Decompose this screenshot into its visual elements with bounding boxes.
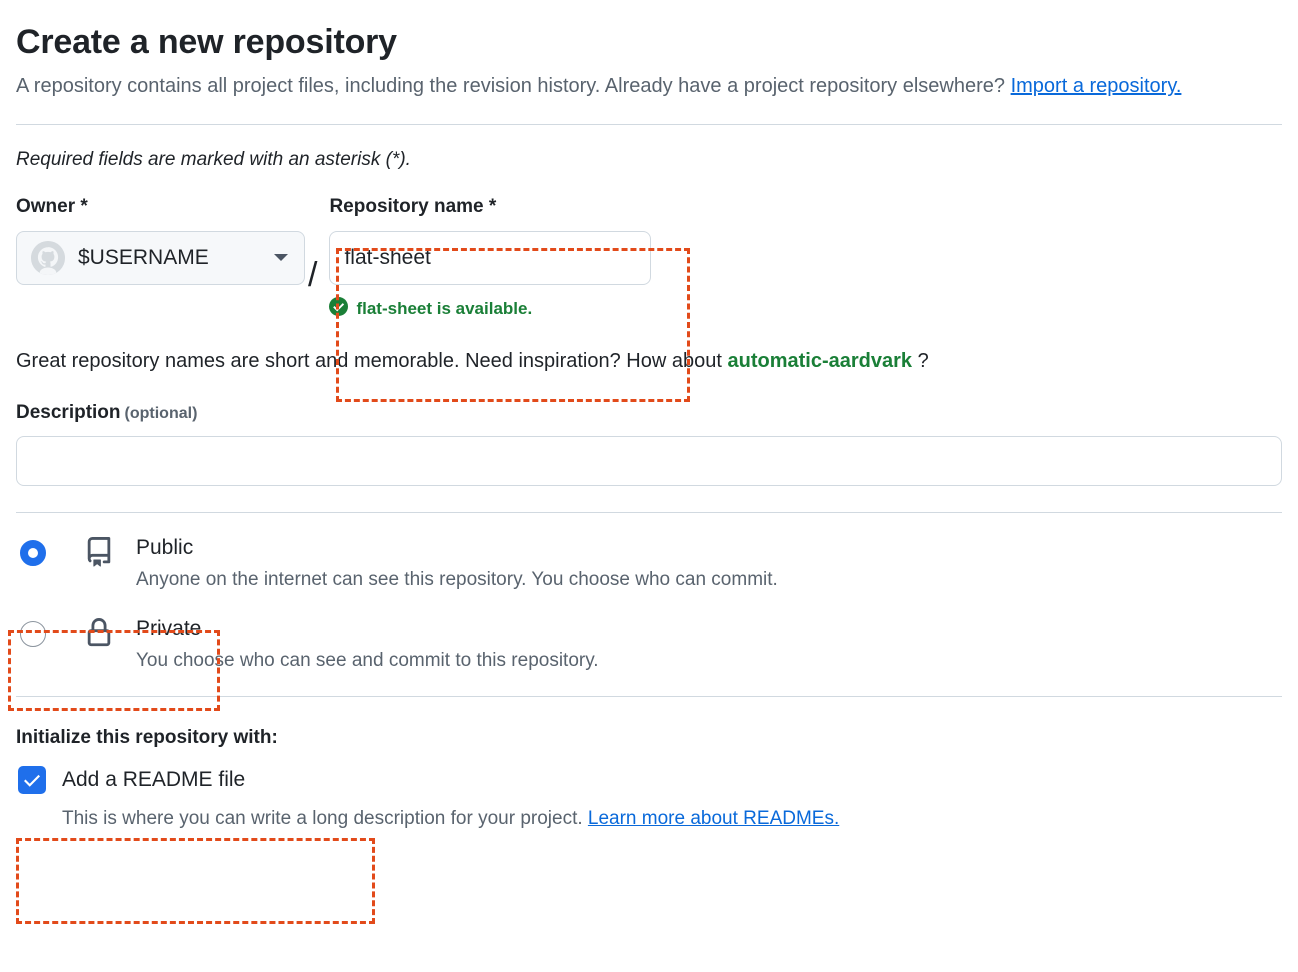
visibility-public-text: Public Anyone on the internet can see th…	[136, 535, 778, 594]
lock-icon	[76, 617, 122, 648]
visibility-private-text: Private You choose who can see and commi…	[136, 616, 599, 675]
highlight-box-initialize	[16, 838, 375, 924]
divider-header	[16, 124, 1282, 126]
import-repository-link[interactable]: Import a repository.	[1010, 75, 1182, 98]
owner-field: Owner * $USERNAME	[16, 196, 306, 285]
learn-more-readmes-link[interactable]: Learn more about READMEs.	[587, 808, 840, 830]
visibility-option-public[interactable]: Public Anyone on the internet can see th…	[16, 535, 1282, 594]
radio-public[interactable]	[20, 539, 46, 566]
visibility-options: Public Anyone on the internet can see th…	[16, 535, 1282, 674]
owner-name: $USERNAME	[78, 245, 209, 269]
repository-availability-status: flat-sheet is available.	[329, 296, 651, 321]
description-label: Description	[16, 401, 121, 423]
chevron-down-icon	[274, 254, 288, 262]
radio-private[interactable]	[20, 620, 46, 647]
repo-book-icon	[76, 536, 122, 567]
readme-checkbox-label: Add a README file	[62, 768, 246, 792]
visibility-public-title: Public	[136, 535, 194, 559]
readme-description: This is where you can write a long descr…	[62, 806, 1282, 833]
description-input[interactable]	[16, 435, 1282, 486]
suggested-repository-name[interactable]: automatic-aardvark	[727, 349, 913, 372]
repository-name-input[interactable]	[329, 230, 652, 285]
owner-and-name-row: Owner * $USERNAME / Repository name *	[16, 196, 1282, 321]
readme-checkbox[interactable]	[18, 766, 46, 795]
description-field: Description(optional)	[16, 402, 1282, 486]
suggestion-suffix: ?	[912, 349, 929, 372]
visibility-private-description: You choose who can see and commit to thi…	[136, 649, 599, 671]
initialize-section: Initialize this repository with: Add a R…	[16, 727, 1282, 832]
readme-description-text: This is where you can write a long descr…	[62, 808, 588, 830]
repository-name-label: Repository name *	[329, 196, 497, 218]
repository-availability-text: flat-sheet is available.	[356, 298, 533, 318]
github-octocat-avatar-icon	[31, 240, 65, 275]
description-optional-tag: (optional)	[124, 404, 198, 422]
owner-label: Owner *	[16, 196, 88, 218]
visibility-private-title: Private	[136, 616, 202, 640]
owner-name-separator: /	[308, 256, 318, 295]
readme-checkbox-row[interactable]: Add a README file	[16, 766, 1282, 795]
initialize-title: Initialize this repository with:	[16, 727, 278, 749]
repository-name-field: Repository name * flat-sheet is availabl…	[329, 196, 652, 321]
visibility-option-private[interactable]: Private You choose who can see and commi…	[16, 616, 1282, 675]
divider-visibility	[16, 696, 1282, 698]
visibility-public-description: Anyone on the internet can see this repo…	[136, 569, 778, 591]
suggestion-prefix: Great repository names are short and mem…	[16, 349, 728, 372]
page-subtitle-text: A repository contains all project files,…	[16, 75, 1011, 98]
page-subtitle: A repository contains all project files,…	[16, 71, 1206, 102]
required-fields-note: Required fields are marked with an aster…	[16, 149, 411, 171]
owner-select[interactable]: $USERNAME	[16, 230, 305, 285]
divider-description	[16, 511, 1282, 513]
repository-name-suggestion: Great repository names are short and mem…	[16, 347, 1282, 375]
check-circle-fill-icon	[329, 296, 349, 321]
page-title: Create a new repository	[16, 23, 397, 61]
